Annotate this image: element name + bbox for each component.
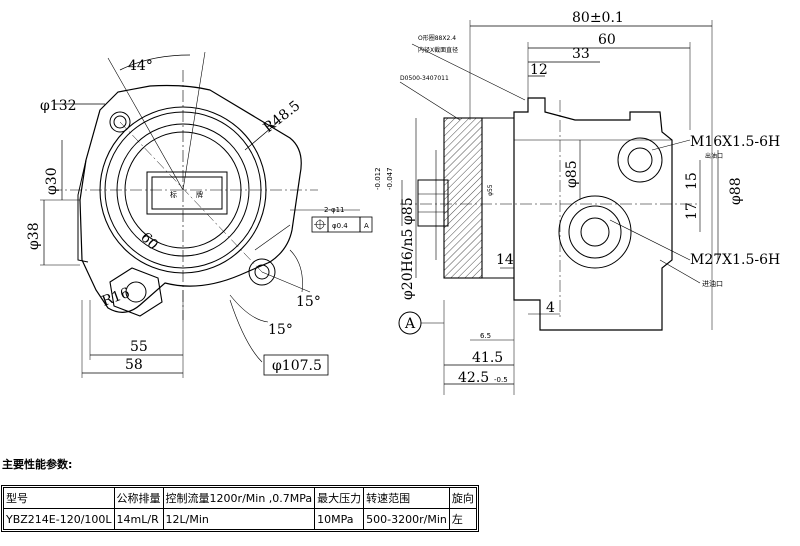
cell-model: YBZ214E-120/100L — [3, 508, 115, 530]
inlet-port — [558, 195, 632, 269]
dia-85-label: φ85 — [400, 197, 416, 225]
dim-55-label: 55 — [130, 339, 148, 355]
dim-12-label: 12 — [530, 62, 548, 78]
oring-note-2: 内径X截面直径 — [418, 46, 458, 54]
tol-dia-label: φ0.4 — [332, 222, 348, 230]
angle-15a-label: 15° — [296, 294, 321, 310]
thread-outlet-label: M16X1.5-6H — [690, 134, 780, 150]
nameplate — [146, 171, 228, 215]
r48-label: R48.5 — [261, 98, 304, 136]
header-max-pressure: 最大压力 — [314, 487, 365, 509]
dia-20h6-label: φ20H6/n5 — [400, 229, 416, 300]
table-header-row: 型号 公称排量 控制流量1200r/Min ,0.7MPa 最大压力 转速范围 … — [3, 487, 477, 509]
dia-38-label: φ38 — [26, 222, 42, 250]
cell-max-pressure: 10MPa — [314, 508, 365, 530]
hex-boss — [109, 267, 163, 317]
inlet-label: 进油口 — [702, 279, 723, 288]
tol-datum-label: A — [364, 222, 369, 230]
dia-107-label: φ107.5 — [272, 358, 322, 374]
part-number: D0500-3407011 — [400, 75, 449, 82]
cell-control-flow: 12L/Min — [162, 508, 316, 530]
params-title: 主要性能参数: — [2, 458, 73, 471]
outlet-label: 出油口 — [705, 152, 723, 160]
dim-15-label: 15 — [684, 172, 700, 190]
dim-60-label: 60 — [137, 230, 161, 254]
header-rotation: 旋向 — [448, 487, 477, 509]
dim-58-label: 58 — [125, 357, 143, 373]
hole-note-label: 2-φ11 — [324, 206, 345, 214]
cell-speed-range: 500-3200r/Min — [363, 508, 450, 530]
dim-80-label: 80±0.1 — [572, 10, 624, 26]
flange-outline — [79, 84, 302, 313]
front-flange — [443, 117, 483, 279]
dia-85b-label: φ85 — [564, 160, 580, 188]
dim-42-5-label: 42.5 — [458, 370, 489, 386]
cell-displacement: 14mL/R — [113, 508, 164, 530]
r16-label: R16 — [100, 285, 132, 310]
nameplate-label-2: 牌 — [196, 190, 203, 199]
dim-41-5-label: 41.5 — [472, 350, 503, 366]
header-model: 型号 — [3, 487, 115, 509]
dim-6-5-label: 6.5 — [480, 332, 491, 340]
dia-132-label: φ132 — [40, 98, 77, 114]
dim-14-label: 14 — [496, 252, 514, 268]
tol-upper-label: -0.012 — [374, 167, 382, 190]
tol-lower-label: -0.047 — [386, 167, 394, 190]
datum-a-label: A — [404, 316, 416, 332]
header-displacement: 公称排量 — [113, 487, 164, 509]
nameplate-label-1: 标 — [170, 190, 177, 199]
tol-42-5-label: -0.5 — [494, 376, 508, 384]
angle-15b-label: 15° — [268, 322, 293, 338]
angle-44-label: 44° — [128, 58, 153, 74]
table-row: YBZ214E-120/100L 14mL/R 12L/Min 10MPa 50… — [3, 508, 477, 530]
dia-88-label: φ88 — [728, 177, 744, 205]
cell-rotation: 左 — [448, 508, 477, 530]
dim-33-label: 33 — [572, 46, 590, 62]
spec-table: 型号 公称排量 控制流量1200r/Min ,0.7MPa 最大压力 转速范围 … — [1, 485, 479, 532]
dia-30-label: φ30 — [44, 167, 60, 195]
header-control-flow: 控制流量1200r/Min ,0.7MPa — [162, 487, 316, 509]
dia-55-label: φ55 — [487, 184, 494, 196]
thread-inlet-label: M27X1.5-6H — [690, 252, 780, 268]
right-view — [398, 20, 719, 395]
header-speed-range: 转速范围 — [363, 487, 450, 509]
dim-17-label: 17 — [684, 202, 700, 220]
left-view — [40, 51, 373, 378]
dim-4-label: 4 — [546, 300, 555, 316]
dim-60-right-label: 60 — [598, 32, 616, 48]
technical-drawing: 44° φ132 R48.5 φ30 φ38 60 R16 15° 15° 55… — [26, 10, 780, 395]
pump-body — [513, 97, 673, 331]
right-view-labels: 80±0.1 60 33 12 O形圈88X2.4 内径X截面直径 D0500-… — [374, 10, 780, 386]
left-view-labels: 44° φ132 R48.5 φ30 φ38 60 R16 15° 15° 55… — [26, 58, 369, 374]
oring-note: O形圈88X2.4 — [418, 34, 456, 42]
